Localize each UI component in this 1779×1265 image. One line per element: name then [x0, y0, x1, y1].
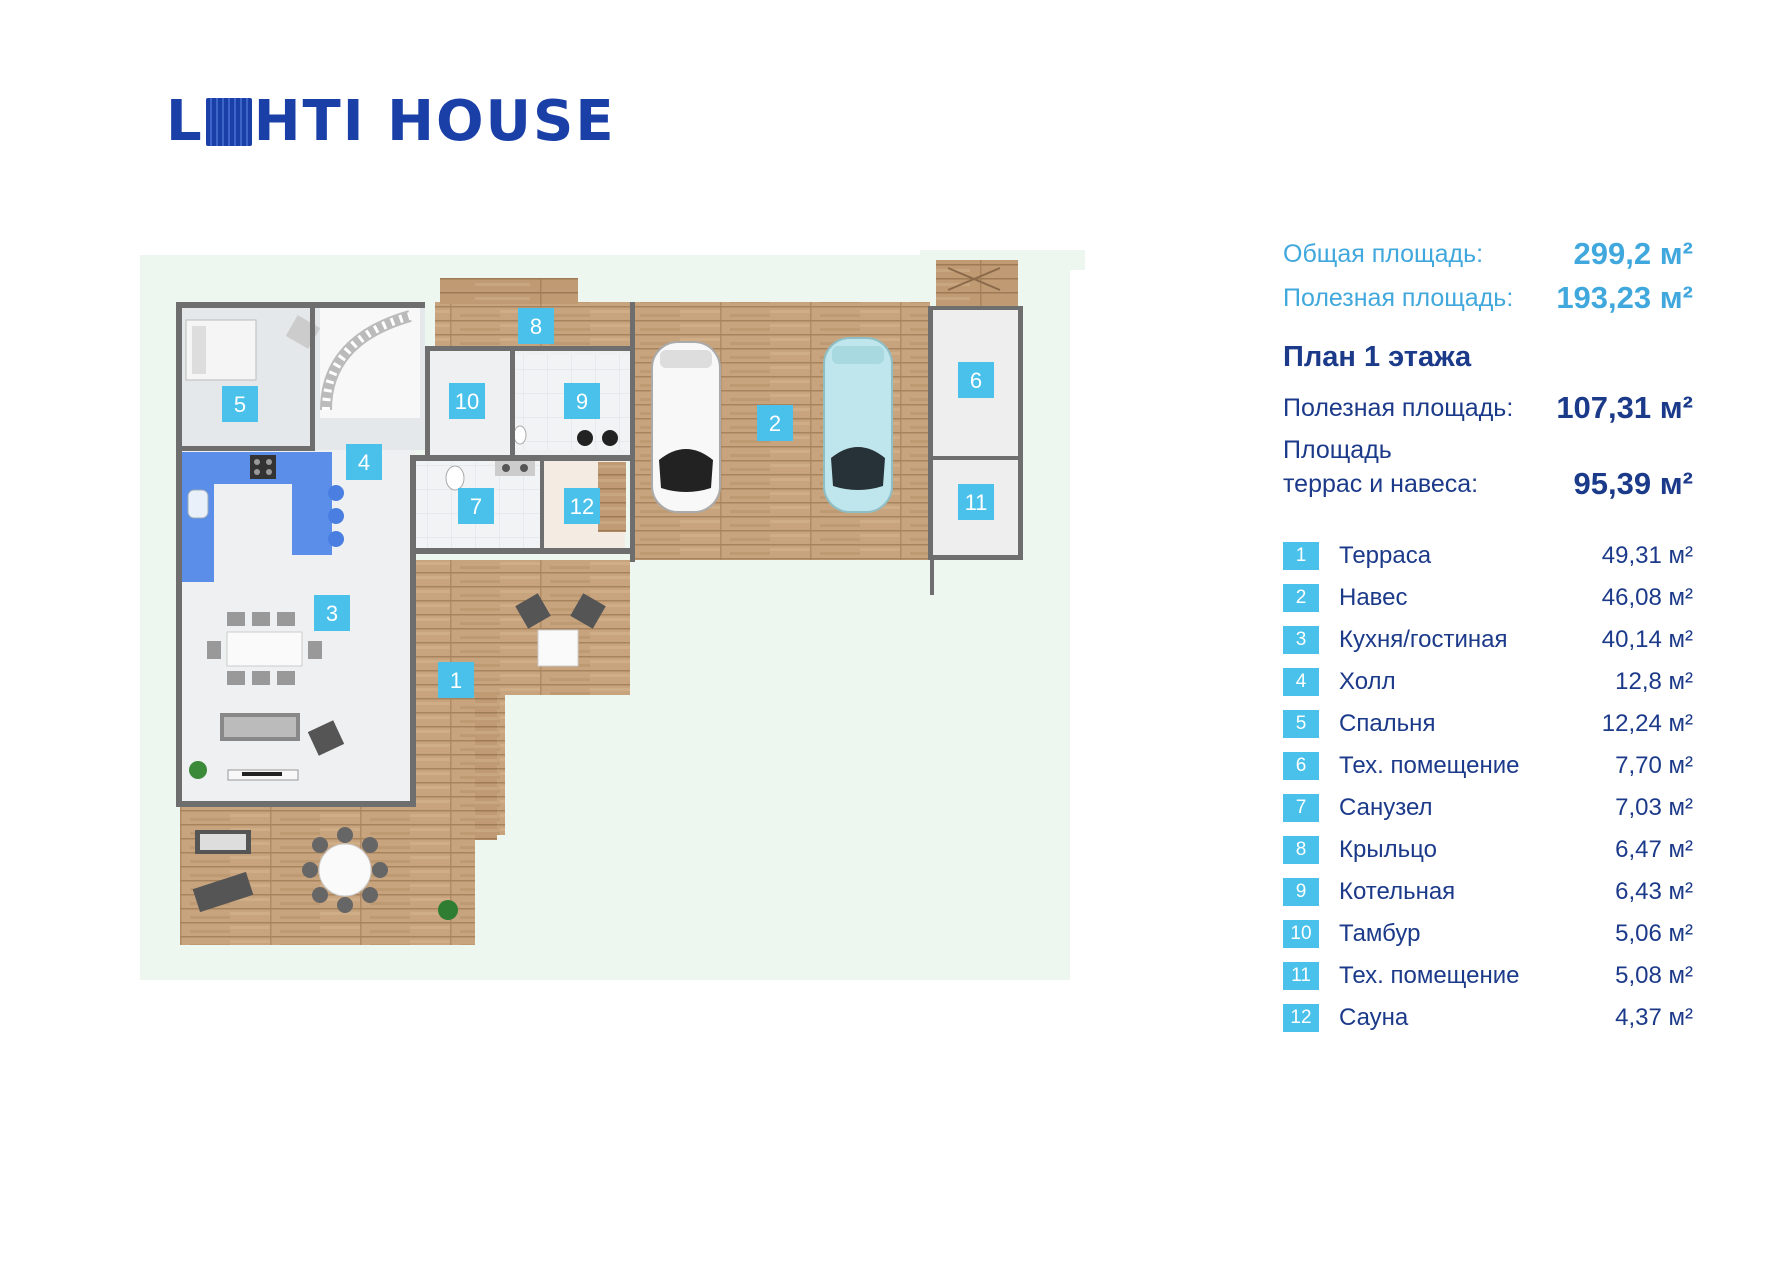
- room-name: Холл: [1339, 668, 1396, 695]
- total-area-row: Общая площадь: 299,2 м²: [1283, 236, 1693, 272]
- room-area: 7,03 м²: [1615, 794, 1693, 821]
- svg-text:9: 9: [576, 389, 588, 414]
- floor-useful-row: Полезная площадь: 107,31 м²: [1283, 390, 1693, 426]
- room-label-2: [757, 405, 793, 441]
- room-number: 4: [1283, 668, 1319, 696]
- room-number: 10: [1283, 920, 1319, 948]
- list-item: 8 Крыльцо 6,47 м²: [1283, 836, 1693, 864]
- useful-area-row: Полезная площадь: 193,23 м²: [1283, 280, 1693, 316]
- car-right: [823, 337, 893, 513]
- total-area-value: 299,2 м²: [1573, 236, 1693, 271]
- logo-text-left: L: [166, 89, 204, 154]
- room-area: 6,47 м²: [1615, 836, 1693, 863]
- logo-wood-block-icon: [205, 98, 252, 146]
- room-number: 1: [1283, 542, 1319, 570]
- room-area: 6,43 м²: [1615, 878, 1693, 905]
- list-item: 7 Санузел 7,03 м²: [1283, 794, 1693, 822]
- terrace-area-value: 95,39 м²: [1573, 466, 1693, 501]
- room-label-6: [958, 362, 994, 398]
- terrace-area-label-line1: Площадь: [1283, 436, 1392, 464]
- room-label-10: [449, 383, 485, 419]
- room-area: 49,31 м²: [1601, 542, 1693, 569]
- room-name: Спальня: [1339, 710, 1436, 737]
- room-area: 5,06 м²: [1615, 920, 1693, 947]
- room-number: 5: [1283, 710, 1319, 738]
- list-item: 3 Кухня/гостиная 40,14 м²: [1283, 626, 1693, 654]
- floor-plan-drawing: 1 2 3 4 5 6 7 8 9 10 11 12: [125, 230, 1085, 980]
- list-item: 11 Тех. помещение 5,08 м²: [1283, 962, 1693, 990]
- room-area: 12,8 м²: [1615, 668, 1693, 695]
- room-name: Тех. помещение: [1339, 752, 1520, 779]
- room-label-group: 1 2 3 4 5 6 7 8 9 10 11 12: [222, 308, 994, 698]
- room-name: Навес: [1339, 584, 1408, 611]
- useful-area-value: 193,23 м²: [1556, 280, 1693, 315]
- porch-steps: [440, 278, 578, 304]
- room-name: Кухня/гостиная: [1339, 626, 1508, 653]
- list-item: 4 Холл 12,8 м²: [1283, 668, 1693, 696]
- room-label-11: [958, 484, 994, 520]
- room-name: Тех. помещение: [1339, 962, 1520, 989]
- room-number: 6: [1283, 752, 1319, 780]
- svg-text:1: 1: [450, 668, 462, 693]
- room-area: 4,37 м²: [1615, 1004, 1693, 1031]
- logo-text-right: HTI HOUSE: [253, 89, 616, 154]
- room-name: Сауна: [1339, 1004, 1409, 1031]
- room-name: Тамбур: [1339, 920, 1421, 947]
- room-label-9: [564, 383, 600, 419]
- useful-area-label: Полезная площадь:: [1283, 284, 1514, 312]
- room-number: 8: [1283, 836, 1319, 864]
- svg-text:8: 8: [530, 314, 542, 339]
- brand-logo: L HTI HOUSE: [166, 92, 616, 152]
- list-item: 5 Спальня 12,24 м²: [1283, 710, 1693, 738]
- svg-text:10: 10: [455, 389, 479, 414]
- room-area: 46,08 м²: [1601, 584, 1693, 611]
- terrace-area-row: Площадь террас и навеса: 95,39 м²: [1283, 434, 1693, 504]
- room-name: Крыльцо: [1339, 836, 1437, 863]
- floor-plan: 1 2 3 4 5 6 7 8 9 10 11 12: [125, 230, 1220, 1130]
- room-area: 40,14 м²: [1601, 626, 1693, 653]
- terrace-area-label-line2: террас и навеса:: [1283, 470, 1479, 498]
- room-number: 9: [1283, 878, 1319, 906]
- room-number: 3: [1283, 626, 1319, 654]
- svg-text:3: 3: [326, 601, 338, 626]
- room-label-5: [222, 386, 258, 422]
- svg-text:6: 6: [970, 368, 982, 393]
- floor-useful-label: Полезная площадь:: [1283, 394, 1514, 422]
- total-area-label: Общая площадь:: [1283, 240, 1484, 268]
- walls: [176, 302, 1023, 807]
- room-label-4: [346, 444, 382, 480]
- floor-plan-title: План 1 этажа: [1283, 341, 1472, 373]
- list-item: 6 Тех. помещение 7,70 м²: [1283, 752, 1693, 780]
- list-item: 10 Тамбур 5,06 м²: [1283, 920, 1693, 948]
- svg-text:11: 11: [965, 490, 988, 515]
- list-item: 12 Сауна 4,37 м²: [1283, 1004, 1693, 1032]
- list-item: 9 Котельная 6,43 м²: [1283, 878, 1693, 906]
- svg-text:4: 4: [358, 450, 370, 475]
- room-label-3: [314, 595, 350, 631]
- side-steps: [936, 260, 1018, 306]
- room-label-8: [518, 308, 554, 344]
- room-label-1: [438, 662, 474, 698]
- room-name: Котельная: [1339, 878, 1456, 905]
- room-area: 7,70 м²: [1615, 752, 1693, 779]
- svg-text:5: 5: [234, 392, 246, 417]
- room-name: Терраса: [1339, 542, 1432, 569]
- room-number: 2: [1283, 584, 1319, 612]
- svg-text:12: 12: [570, 494, 594, 519]
- svg-text:7: 7: [470, 494, 482, 519]
- svg-text:2: 2: [769, 411, 781, 436]
- room-number: 11: [1283, 962, 1319, 990]
- room-number: 7: [1283, 794, 1319, 822]
- room-area: 5,08 м²: [1615, 962, 1693, 989]
- room-area: 12,24 м²: [1601, 710, 1693, 737]
- list-item: 2 Навес 46,08 м²: [1283, 584, 1693, 612]
- room-label-12: [564, 488, 600, 524]
- room-number: 12: [1283, 1004, 1319, 1032]
- room-name: Санузел: [1339, 794, 1433, 821]
- car-left: [651, 341, 721, 513]
- list-item: 1 Терраса 49,31 м²: [1283, 542, 1693, 570]
- room-label-7: [458, 488, 494, 524]
- floor-useful-value: 107,31 м²: [1556, 390, 1693, 425]
